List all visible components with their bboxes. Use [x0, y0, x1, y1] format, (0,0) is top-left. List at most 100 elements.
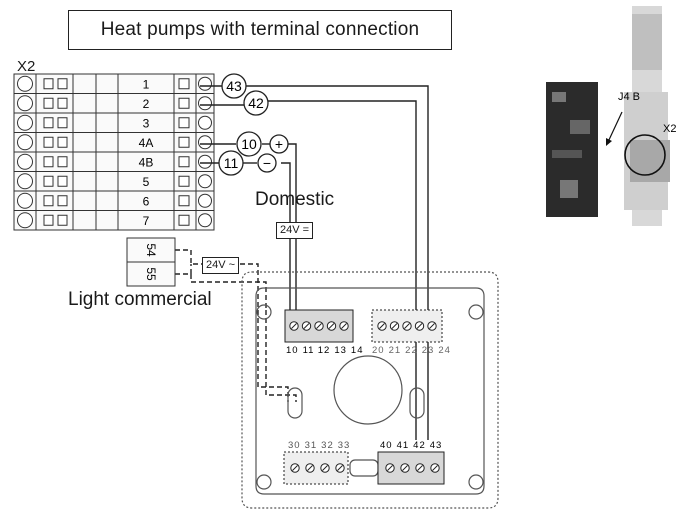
x2-square-b — [57, 156, 68, 168]
x2-screw-right — [198, 115, 212, 130]
polarity-minus: − — [257, 153, 277, 173]
lc-terminal-block — [126, 237, 176, 287]
x2-clamp-left — [17, 134, 33, 151]
x2-clamp-left — [17, 114, 33, 131]
terminal-screw-slot — [307, 465, 313, 471]
x2-screw-right — [198, 154, 212, 169]
x2-row-number: 4A — [139, 136, 154, 150]
domestic-label: Domestic — [255, 189, 335, 210]
x2-clamp-left — [17, 153, 33, 170]
x2-clamp-left — [17, 192, 33, 209]
thermostat-base — [241, 271, 499, 509]
terminal-screw-slot — [379, 323, 385, 329]
terminal-screw-slot — [387, 465, 393, 471]
page-title: Heat pumps with terminal connection — [68, 10, 452, 50]
x2-terminal-block — [13, 73, 215, 231]
x2-row-number: 6 — [143, 194, 150, 208]
terminal-screw-slot — [341, 323, 347, 329]
thermostat-terminal-blocks — [283, 309, 445, 485]
terminal-screw-slot — [322, 465, 328, 471]
x2-square-c — [178, 156, 190, 168]
x2-square-c — [178, 117, 190, 129]
x2-square-a — [43, 195, 54, 207]
x2-square-c — [178, 78, 190, 90]
svg-text:11: 11 — [224, 155, 239, 171]
x2-row-number: 3 — [143, 116, 150, 130]
terminal-screw-slot — [291, 323, 297, 329]
x2-square-b — [57, 195, 68, 207]
terminal-screw-slot — [402, 465, 408, 471]
light-commercial-label: Light commercial — [68, 289, 212, 310]
domestic-voltage-label: 24V = — [276, 222, 314, 239]
x2-row-number: 2 — [143, 97, 150, 111]
wire-tag-42: 42 — [243, 90, 269, 116]
terminal-screw-slot — [303, 323, 310, 329]
x2-square-a — [43, 97, 54, 109]
wire-tag-10: 10 — [236, 131, 262, 157]
domestic-wiring — [200, 143, 297, 311]
detail-label-j4b: J4 B — [618, 91, 640, 103]
x2-screw-right — [198, 135, 212, 150]
x2-square-c — [178, 136, 190, 148]
x2-row-details: 1 2 3 4A 4B 5 6 7 — [17, 75, 212, 229]
x2-clamp-left — [17, 212, 33, 229]
x2-square-c — [178, 195, 190, 207]
terminal-screw-slot — [404, 323, 410, 329]
x2-square-a — [43, 156, 54, 168]
x2-clamp-left — [17, 75, 33, 92]
polarity-plus: + — [269, 134, 289, 154]
terminal-screw-slot — [417, 465, 423, 471]
x2-clamp-left — [17, 95, 33, 112]
svg-text:43: 43 — [226, 78, 242, 94]
terminal-screw-slot — [337, 465, 343, 471]
x2-screw-right — [198, 174, 212, 189]
x2-square-b — [57, 136, 68, 148]
terminal-screw-slot — [432, 465, 438, 471]
x2-square-c — [178, 214, 190, 226]
svg-text:−: − — [263, 155, 271, 171]
x2-square-a — [43, 117, 54, 129]
x2-square-c — [178, 175, 190, 187]
x2-square-b — [57, 78, 68, 90]
terminal-screw-slot — [316, 323, 322, 329]
x2-square-a — [43, 214, 54, 226]
x2-clamp-left — [17, 173, 33, 190]
wire-tag-11: 11 — [218, 150, 244, 176]
lc-terminal-55: 55 — [144, 267, 158, 281]
x2-screw-right — [198, 76, 212, 91]
x2-square-a — [43, 136, 54, 148]
terminal-screw-slot — [429, 323, 435, 329]
x2-square-c — [178, 97, 190, 109]
svg-text:10: 10 — [241, 136, 257, 152]
x2-row-number: 5 — [143, 175, 150, 189]
x2-label: X2 — [17, 58, 36, 75]
terminal-screw-slot — [292, 465, 298, 471]
x2-square-b — [57, 97, 68, 109]
x2-square-b — [57, 175, 68, 187]
wire-tag-43: 43 — [221, 73, 247, 99]
lc-terminal-54: 54 — [144, 243, 158, 257]
x2-square-a — [43, 175, 54, 187]
light-commercial-voltage-label: 24V ~ — [202, 257, 240, 274]
svg-text:+: + — [275, 136, 283, 152]
x2-row-number: 7 — [143, 214, 150, 228]
board-photo-detail — [546, 6, 670, 226]
x2-screw-right — [198, 213, 212, 228]
x2-row-number: 4B — [139, 155, 154, 169]
terminal-screw-slot — [328, 323, 335, 329]
x2-square-b — [57, 117, 68, 129]
x2-screw-right — [198, 96, 212, 111]
svg-text:42: 42 — [248, 95, 264, 111]
detail-label-x2: X2 — [663, 123, 676, 135]
x2-square-a — [43, 78, 54, 90]
terminal-screw-slot — [391, 323, 398, 329]
x2-row-number: 1 — [143, 77, 150, 91]
x2-screw-right — [198, 193, 212, 208]
x2-square-b — [57, 214, 68, 226]
thermostat-screws — [289, 321, 440, 473]
